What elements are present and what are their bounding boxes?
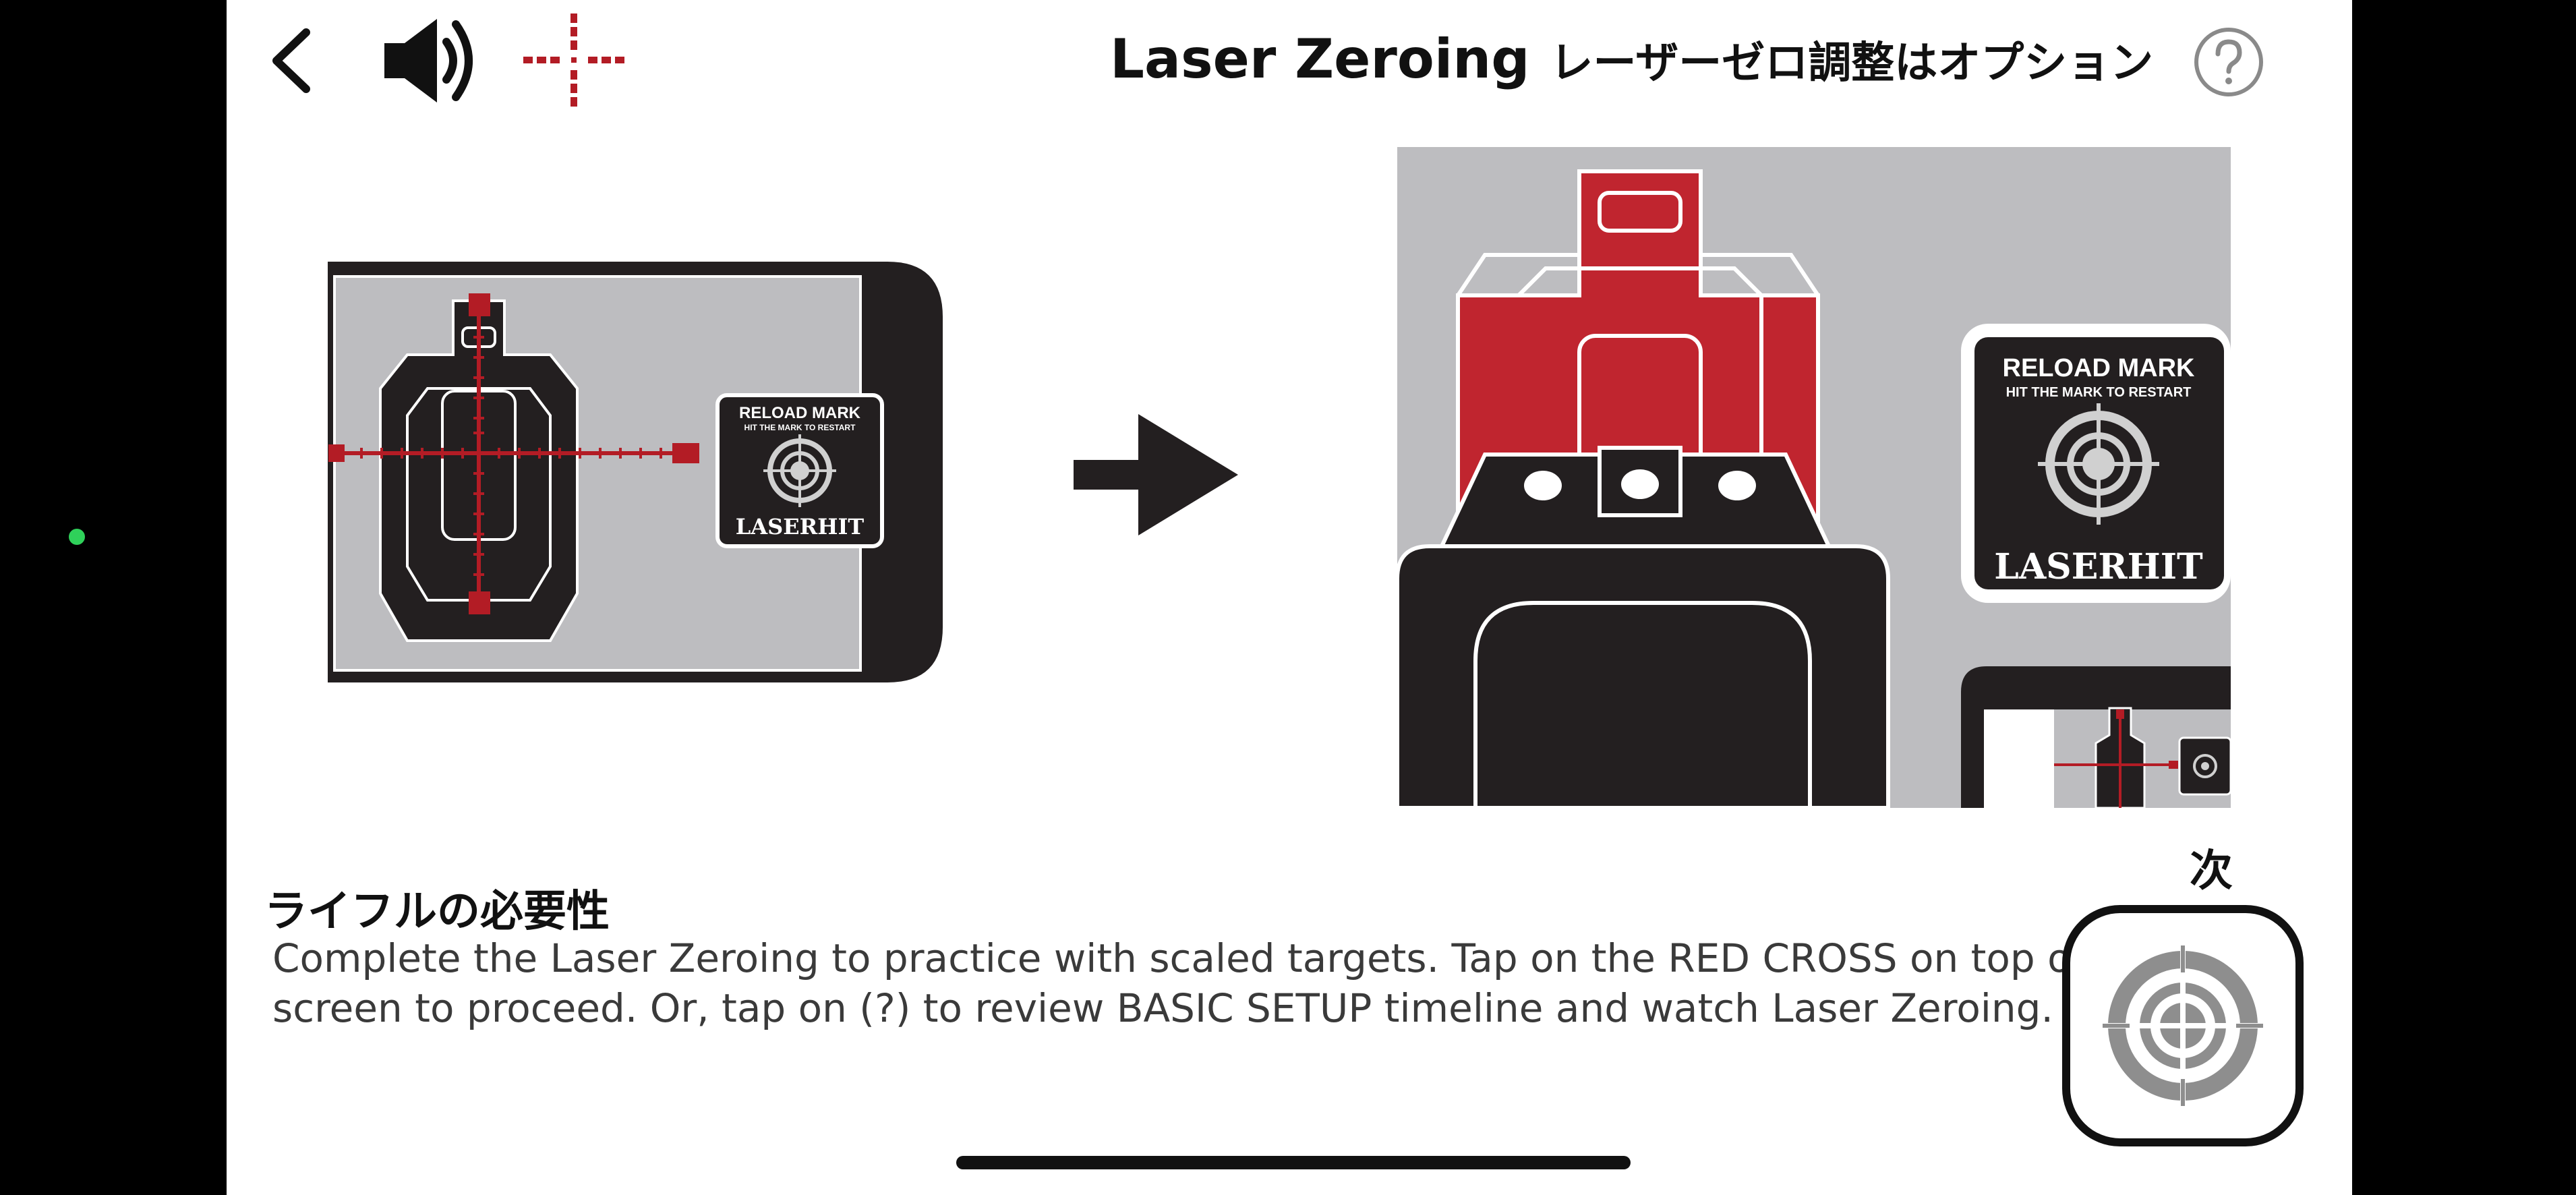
chevron-left-icon [272,28,310,93]
back-button[interactable] [263,27,324,94]
red-cross-button[interactable] [523,13,624,108]
sound-button[interactable] [380,15,479,107]
section-title: ライフルの必要性 [264,887,610,937]
red-crosshair-icon [523,13,624,107]
left-reload-subtitle: HIT THE MARK TO RESTART [744,423,856,432]
left-reload-target-icon [763,434,836,507]
next-label: 次 [2190,846,2233,896]
phone-target-illustration: RELOAD MARK HIT THE MARK TO RESTART LASE… [328,256,948,688]
right-brand: LASERHIT [1994,546,2203,587]
home-indicator[interactable] [956,1156,1631,1169]
title-japanese: レーザーゼロ調整はオプション [1550,38,2154,88]
question-circle-icon [2194,28,2263,96]
instruction-text: Complete the Laser Zeroing to practice w… [272,935,2162,1031]
arrow-right-icon [1074,414,1242,535]
page-title: Laser Zeroing レーザーゼロ調整はオプション [1110,26,2153,93]
speaker-icon [384,19,473,103]
right-reload-target-icon [2038,403,2159,525]
next-button[interactable] [2062,905,2304,1146]
left-brand: LASERHIT [736,514,865,540]
right-reload-subtitle: HIT THE MARK TO RESTART [2006,385,2192,400]
title-english: Laser Zeroing [1110,28,1530,90]
camera-indicator [69,529,85,545]
app-screen: Laser Zeroing レーザーゼロ調整はオプション [227,0,2352,1195]
target-reticle-icon [2062,905,2304,1146]
help-button[interactable] [2192,26,2265,98]
left-reload-title: RELOAD MARK [739,404,861,422]
sight-alignment-illustration: RELOAD MARK HIT THE MARK TO RESTART LASE… [1395,147,2232,810]
right-reload-title: RELOAD MARK [2003,354,2196,382]
